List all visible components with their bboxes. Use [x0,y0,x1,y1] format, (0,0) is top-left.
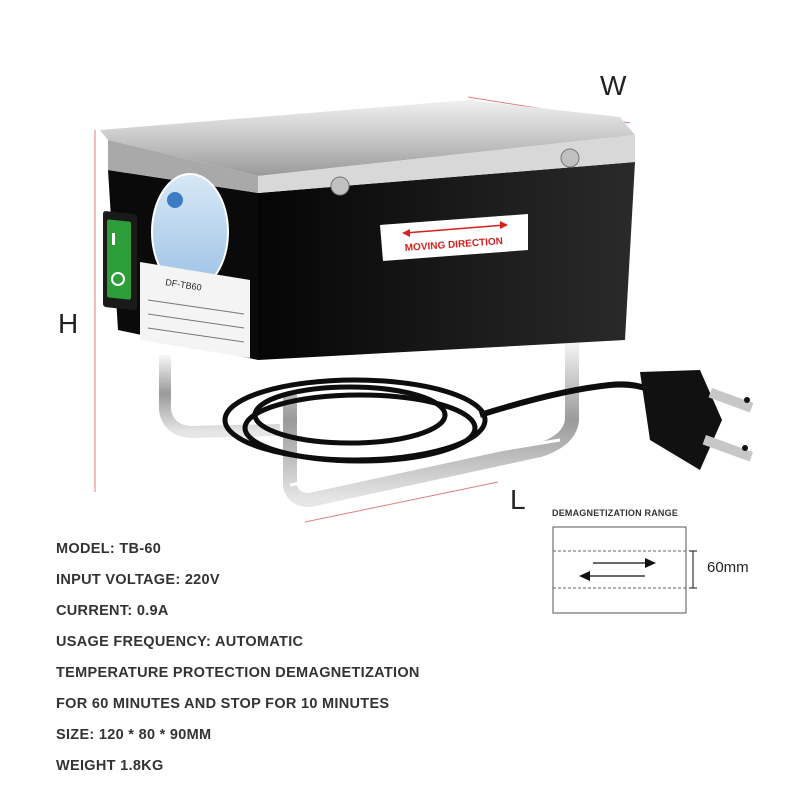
range-title: DEMAGNETIZATION RANGE [552,508,679,518]
power-switch[interactable] [103,211,137,311]
spec-temperature-protection: TEMPERATURE PROTECTION DEMAGNETIZATION [56,665,420,681]
spec-voltage: INPUT VOLTAGE: 220V [56,572,220,588]
spec-sticker: DF-TB60 [140,262,250,358]
chrome-stand [159,340,579,508]
spec-duty-cycle: FOR 60 MINUTES AND STOP FOR 10 MINUTES [56,696,390,712]
steel-top-plate [100,100,635,176]
screw-icon [330,176,350,196]
range-value: 60mm [707,559,749,576]
spec-size: SIZE: 120 * 80 * 90MM [56,727,212,743]
width-label: W [600,70,627,101]
spec-usage-frequency: USAGE FREQUENCY: AUTOMATIC [56,634,304,650]
spec-list: MODEL: TB-60 INPUT VOLTAGE: 220V CURRENT… [56,538,420,786]
spec-weight: WEIGHT 1.8KG [56,758,164,774]
height-label: H [58,308,79,339]
screw-icon [560,148,580,168]
power-plug-icon [640,370,754,470]
spec-model: MODEL: TB-60 [56,541,162,557]
l-dimension-line [304,481,499,523]
length-label: L [510,484,526,515]
moving-direction-label: MOVING DIRECTION [380,214,528,261]
spec-current: CURRENT: 0.9A [56,603,169,619]
range-diagram [552,526,697,614]
company-label [151,173,229,291]
